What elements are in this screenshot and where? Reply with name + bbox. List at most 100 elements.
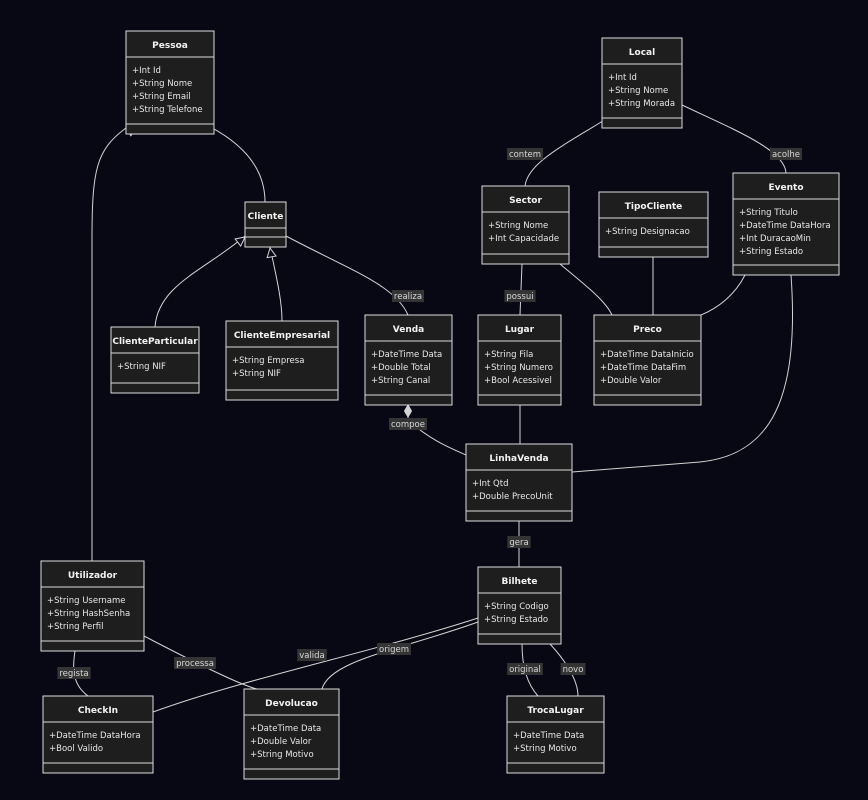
edge-label-text: regista: [59, 669, 88, 679]
class-lugar[interactable]: Lugar+String Fila+String Numero+Bool Ace…: [477, 314, 562, 406]
edge-label-realiza: realiza: [391, 290, 425, 302]
edge-label-text: novo: [563, 665, 584, 675]
inheritance-arrow-clienteparticular-cliente: [234, 236, 246, 248]
class-linhavenda[interactable]: LinhaVenda+Int Qtd+Double PrecoUnit: [465, 443, 573, 522]
class-attribute: +String Titulo: [739, 208, 798, 218]
class-preco[interactable]: Preco +DateTime DataInicio +DateTime DataF…: [593, 314, 702, 406]
class-attribute: +String HashSenha: [47, 609, 130, 619]
class-evento[interactable]: Evento+String Titulo+DateTime DataHora+I…: [732, 172, 840, 276]
edge-label-text: gera: [509, 538, 528, 548]
class-bilhete[interactable]: Bilhete+String Codigo+String Estado: [477, 566, 562, 645]
class-box: [732, 172, 840, 276]
edge-pessoa-utilizador: [91, 127, 127, 561]
edge-bilhete-devolucao: [321, 621, 479, 690]
class-utilizador[interactable]: Utilizador+String Username+String HashSe…: [40, 560, 145, 652]
class-name: Pessoa: [152, 41, 188, 51]
edge-label-text: contem: [509, 150, 541, 160]
class-name: Utilizador: [68, 571, 118, 581]
class-attribute: +DateTime DataFim: [600, 363, 686, 373]
class-attribute: +Int Qtd: [472, 479, 508, 489]
class-box: [601, 37, 683, 129]
class-name: Venda: [393, 325, 425, 335]
class-attribute: +DateTime DataInicio: [600, 350, 694, 360]
edge-label-regista: regista: [57, 667, 91, 679]
class-clienteparticular[interactable]: ClienteParticular +String NIF: [110, 326, 200, 394]
class-box: [225, 320, 339, 401]
class-attribute: +DateTime Data: [371, 350, 442, 360]
edge-label-background: [391, 290, 425, 302]
class-trocalugar[interactable]: TrocaLugar+DateTime Data+String Motivo: [506, 695, 605, 774]
class-pessoa[interactable]: Pessoa+Int Id+String Nome+String Email+S…: [125, 30, 215, 135]
edge-label-novo: novo: [560, 663, 586, 675]
class-box: [42, 695, 154, 774]
class-attribute: +String Nome: [132, 79, 192, 89]
class-name: Evento: [768, 183, 803, 193]
class-box: [477, 314, 562, 406]
edge-label-background: [377, 643, 411, 655]
class-name: ClienteParticular: [112, 337, 198, 347]
edge-bilhete-checkin: [152, 617, 479, 713]
class-attribute: +String Nome: [608, 86, 668, 96]
edge-label-text: acolhe: [772, 150, 800, 160]
class-box: [364, 314, 453, 406]
edge-utilizador-devolucao: [143, 635, 258, 690]
class-name: Lugar: [505, 325, 535, 335]
class-attribute: +DateTime Data: [513, 731, 584, 741]
edge-local-evento: [681, 104, 787, 174]
class-tipocliente[interactable]: TipoCliente+String Designacao: [598, 191, 709, 258]
class-name: Preco: [633, 325, 662, 335]
edge-evento-preco: [700, 274, 746, 316]
class-devolucao[interactable]: Devolucao+DateTime Data+Double Valor+Str…: [243, 688, 340, 780]
inheritance-arrow-clienteempresarial-cliente: [266, 246, 277, 259]
edge-label-contem: contem: [506, 148, 544, 160]
class-attribute: +Double Valor: [250, 737, 312, 747]
class-venda[interactable]: Venda+DateTime Data+Double Total+String …: [364, 314, 453, 406]
edge-label-acolhe: acolhe: [769, 148, 803, 160]
class-name: TipoCliente: [625, 202, 683, 212]
class-box: [244, 201, 287, 248]
edge-sector-lugar: [519, 263, 523, 316]
class-attribute: +Bool Valido: [49, 744, 103, 754]
class-name: LinhaVenda: [489, 454, 548, 464]
class-attribute: +String Motivo: [250, 750, 314, 760]
class-attribute: +Bool Acessivel: [484, 376, 552, 386]
edge-label-gera: gera: [507, 536, 531, 548]
class-attribute: +String Canal: [371, 376, 430, 386]
edge-label-background: [507, 536, 531, 548]
edge-label-processa: processa: [174, 657, 216, 669]
edge-label-text: origem: [379, 645, 409, 655]
class-attribute: +Int Id: [608, 73, 637, 83]
class-attribute: +String Empresa: [232, 356, 304, 366]
edge-label-original: original: [507, 663, 543, 675]
class-attribute: +DateTime DataHora: [49, 731, 141, 741]
edge-label-text: processa: [176, 659, 214, 669]
edge-label-background: [506, 148, 544, 160]
class-attribute: +String NIF: [117, 362, 166, 372]
class-cliente[interactable]: Cliente: [244, 201, 287, 248]
class-attribute: +Int DuracaoMin: [739, 234, 811, 244]
class-name: Bilhete: [502, 577, 538, 587]
class-local[interactable]: Local+Int Id+String Nome+String Morada: [601, 37, 683, 129]
edge-label-text: original: [509, 665, 541, 675]
edge-label-text: possui: [506, 292, 533, 302]
edge-label-background: [769, 148, 803, 160]
edge-label-text: realiza: [394, 292, 422, 302]
edge-evento-linhavenda: [571, 274, 794, 473]
edge-label-background: [57, 667, 91, 679]
class-box: [506, 695, 605, 774]
class-name: CheckIn: [78, 706, 118, 716]
class-box: [110, 326, 200, 394]
class-clienteempresarial[interactable]: ClienteEmpresarial+String Empresa+String…: [225, 320, 339, 401]
class-attribute: +String Fila: [484, 350, 533, 360]
class-name: Devolucao: [265, 699, 318, 709]
class-box: [40, 560, 145, 652]
edge-label-background: [504, 290, 536, 302]
class-checkin[interactable]: CheckIn +DateTime DataHora +Bool Valido: [42, 695, 154, 774]
class-sector[interactable]: Sector+String Nome+Int Capacidade: [481, 185, 570, 265]
edge-label-background: [507, 663, 543, 675]
composition-diamond-venda: [403, 404, 413, 418]
edge-label-background: [297, 649, 327, 661]
edge-sector-preco: [559, 263, 613, 316]
class-box: [125, 30, 215, 135]
